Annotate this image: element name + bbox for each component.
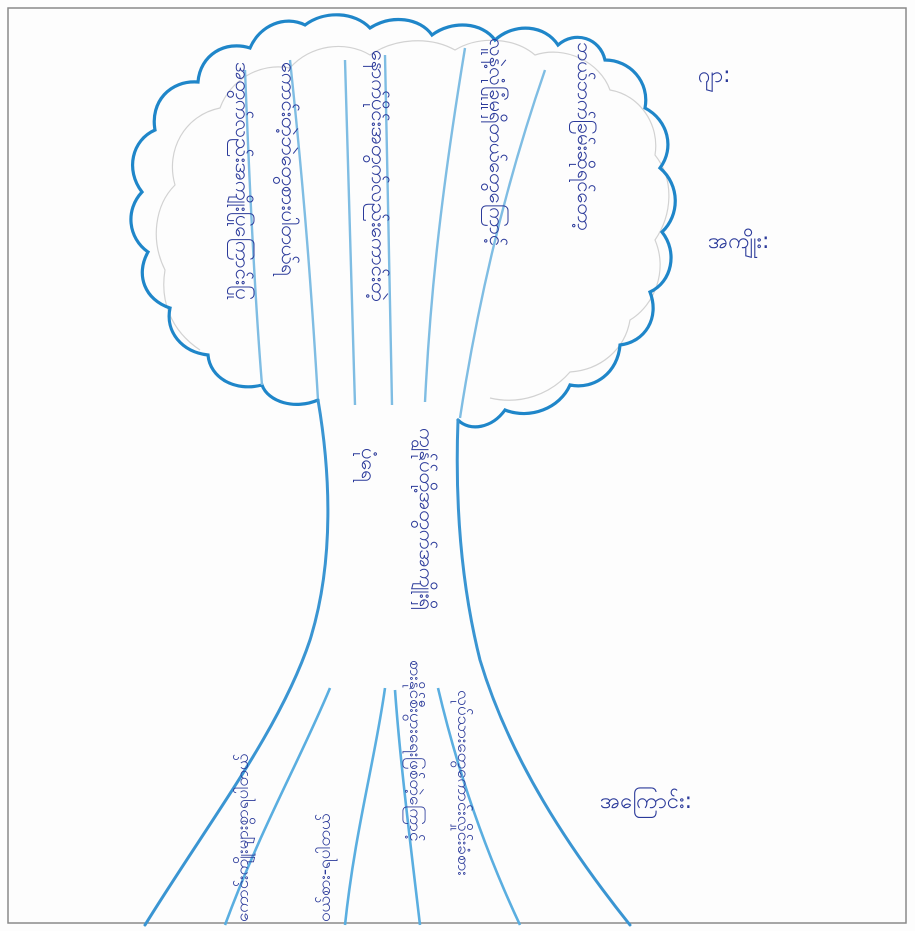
root-line-4	[438, 688, 520, 925]
root-line-2	[345, 688, 385, 925]
crown-text-2: ကောင်းတဲ့ဘဲတွေစားပါတယ်ရ	[273, 62, 301, 276]
crown-text-3: နောက်ပိုင်းအတွက်လည်းကောင်းတဲ့	[363, 50, 391, 301]
label-top: ဂျာ:	[698, 63, 731, 92]
root-text-2: ဝယ်စား-ရပါတယ်	[314, 814, 338, 923]
label-middle: အကျိုး:	[708, 228, 769, 259]
label-bottom: အကြောင်း:	[600, 787, 692, 818]
root-text-1: ကောင်းကျိုးများစွာရပါတယ်	[232, 754, 256, 922]
crown-branch-line-3	[345, 60, 355, 405]
trunk-text-2: ကျွန်ုပ်တို့အတွက်အကျိုးရှိ	[410, 428, 439, 610]
root-text-3: စားနိုင်စီးပွားရေးဖြစ်တဲ့ကြောင့်	[402, 660, 427, 841]
crown-text-1: အတွက်လည်းအကျိုးပြုကြောင်းပြု	[227, 62, 255, 300]
trunk-text-1: ပုံရေ	[353, 448, 381, 482]
crown-text-4: လူနဲ့လုံခြုံမှုရှိတယ်တွေကြောင့်	[481, 38, 509, 246]
tree-trunk-right	[457, 420, 630, 925]
crown-text-5: ဘယ်ဘက်ခြမ်းဆိုရင်တော့	[569, 42, 597, 231]
crown-branch-line-5	[425, 48, 465, 402]
root-text-4: လုပ်သားတွေကောင်းလှိုင်းခံစား	[450, 690, 473, 876]
